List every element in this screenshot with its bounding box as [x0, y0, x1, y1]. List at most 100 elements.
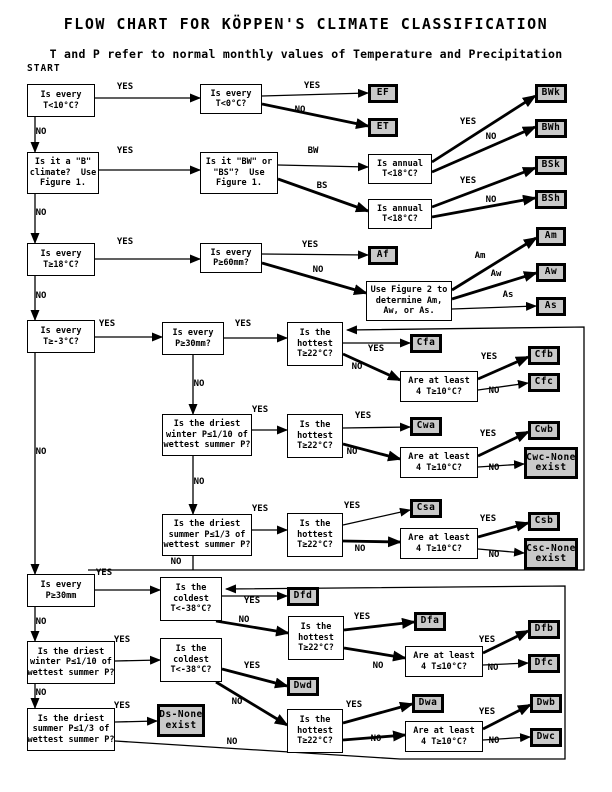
node-text-line: Ds-None — [159, 709, 203, 720]
flow-arrow-yes — [261, 250, 369, 260]
edge-label-yes: YES — [353, 612, 371, 622]
node-text-line: Dwd — [293, 680, 313, 692]
flow-arrow-no — [342, 536, 402, 548]
node-text-line: Are at least — [408, 452, 470, 462]
edge-label-no: NO — [354, 544, 366, 554]
terminal-box-t-Cfb: Cfb — [528, 346, 560, 365]
terminal-box-t-BSk: BSk — [535, 156, 567, 175]
flow-arrow-yes — [431, 166, 537, 209]
flow-arrow-no — [88, 325, 585, 571]
edge-label-no: NO — [312, 265, 324, 275]
node-text-line: T<18°C? — [382, 169, 418, 179]
edge-label-no: NO — [35, 208, 47, 218]
node-text-line: Csc-None — [526, 542, 576, 554]
flow-arrow-no — [114, 584, 566, 760]
flow-arrow-yes — [342, 701, 414, 725]
edge-label-yes: YES — [301, 240, 319, 250]
terminal-box-t-Dwa: Dwa — [412, 694, 444, 713]
node-text-line: Is every — [40, 580, 82, 590]
edge-label-no: NO — [231, 697, 243, 707]
terminal-box-t-Am: Am — [536, 227, 566, 246]
terminal-box-t-Csb: Csb — [528, 512, 560, 531]
terminal-box-t-Dfb: Dfb — [528, 620, 560, 639]
node-text-line: T<18°C? — [382, 214, 418, 224]
terminal-box-t-As: As — [536, 297, 566, 316]
node-text-line: exist — [535, 553, 567, 564]
flow-arrow-yes — [477, 430, 530, 458]
terminal-box-t-BSh: BSh — [535, 190, 567, 209]
node-text-line: climate? Use — [29, 167, 97, 178]
flow-arrow-as — [451, 301, 537, 311]
node-text-line: T≥22°C? — [297, 540, 333, 551]
node-text-line: Is every — [40, 90, 82, 100]
edge-label-yes: YES — [354, 411, 372, 421]
edge-label-no: NO — [170, 557, 182, 567]
node-text-line: 4 T≤10°C? — [420, 661, 468, 672]
node-text-line: wettest summer P? — [163, 440, 251, 451]
node-text-line: coldest — [173, 654, 209, 665]
flow-arrow-am — [451, 236, 538, 292]
node-text-line: Is the driest — [37, 713, 105, 724]
flow-arrow-bs — [277, 177, 370, 213]
node-text-line: Dwa — [418, 697, 438, 709]
node-text-line: determine Am, — [375, 295, 443, 306]
edge-label-yes: YES — [95, 568, 113, 578]
node-text-line: Dwb — [536, 697, 556, 709]
node-text-line: Aw — [544, 266, 558, 278]
node-text-line: BSk — [541, 159, 561, 171]
edge-label-no: NO — [346, 447, 358, 457]
page-subtitle: T and P refer to normal monthly values o… — [49, 47, 563, 61]
edge-label-no: NO — [193, 379, 205, 389]
node-text-line: hottest — [297, 430, 333, 441]
terminal-box-t-Aw: Aw — [536, 263, 566, 282]
edge-label-am: Am — [474, 251, 486, 261]
flow-arrow-yes — [342, 422, 411, 432]
terminal-box-t-Dwb: Dwb — [530, 694, 562, 713]
terminal-box-t-Cfa: Cfa — [410, 334, 442, 353]
edge-label-yes: YES — [113, 701, 131, 711]
node-text-line: P≥60mm? — [213, 258, 249, 268]
edge-label-yes: YES — [116, 146, 134, 156]
edge-label-no: NO — [35, 688, 47, 698]
node-text-line: BWh — [541, 122, 561, 134]
edge-label-yes: YES — [116, 237, 134, 247]
flow-arrow-yes — [477, 520, 530, 539]
terminal-box-t-BWk: BWk — [535, 84, 567, 103]
terminal-box-t-Csa: Csa — [410, 499, 442, 518]
edge-label-no: NO — [488, 550, 500, 560]
edge-label-yes: YES — [243, 661, 261, 671]
node-text-line: Dwc — [536, 731, 556, 743]
node-text-line: hottest — [298, 632, 334, 643]
flow-arrow-aw — [451, 271, 538, 301]
node-text-line: T≥22°C? — [297, 349, 333, 360]
edge-label-yes: YES — [459, 117, 477, 127]
edge-label-no: NO — [35, 447, 47, 457]
node-text-line: 4 T≥10°C? — [415, 386, 463, 397]
terminal-box-t-BWh: BWh — [535, 119, 567, 138]
edge-label-no: NO — [487, 663, 499, 673]
node-text-line: BWk — [541, 87, 561, 99]
node-text-line: Cfb — [534, 349, 554, 361]
node-text-line: Csb — [534, 515, 554, 527]
node-text-line: Is the — [299, 519, 331, 530]
node-text-line: Is every — [172, 328, 214, 338]
edge-label-yes: YES — [479, 429, 497, 439]
node-text-line: hottest — [297, 725, 333, 736]
node-text-line: summer P≤1/3 of — [168, 529, 246, 540]
terminal-box-t-Cwa: Cwa — [410, 417, 442, 436]
terminal-box-t-Dfa: Dfa — [414, 612, 446, 631]
edge-label-yes: YES — [251, 504, 269, 514]
